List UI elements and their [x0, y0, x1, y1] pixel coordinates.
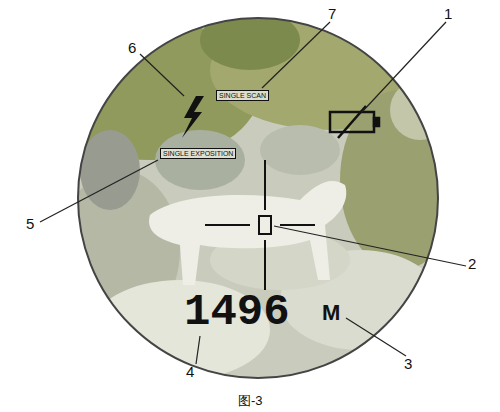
callout-number: 3 — [404, 356, 412, 371]
crosshair — [205, 160, 315, 290]
distance-readout: 1496 — [184, 290, 290, 334]
battery-icon — [330, 106, 379, 138]
callout-number: 6 — [128, 40, 136, 55]
laser-icon — [182, 96, 204, 138]
callout-number: 4 — [186, 364, 194, 379]
callout-number: 5 — [26, 216, 34, 231]
mode-text: SINGLE EXPOSITION — [160, 148, 236, 159]
leader-lines — [40, 22, 466, 364]
callout-number: 1 — [444, 6, 452, 21]
camouflage-background — [40, 10, 460, 390]
mode-text: SINGLE SCAN — [216, 90, 269, 101]
figure-caption: 图-3 — [238, 394, 263, 407]
callout-number: 2 — [468, 256, 476, 271]
callout-number: 7 — [328, 6, 336, 21]
unit-indicator: M — [322, 302, 340, 324]
